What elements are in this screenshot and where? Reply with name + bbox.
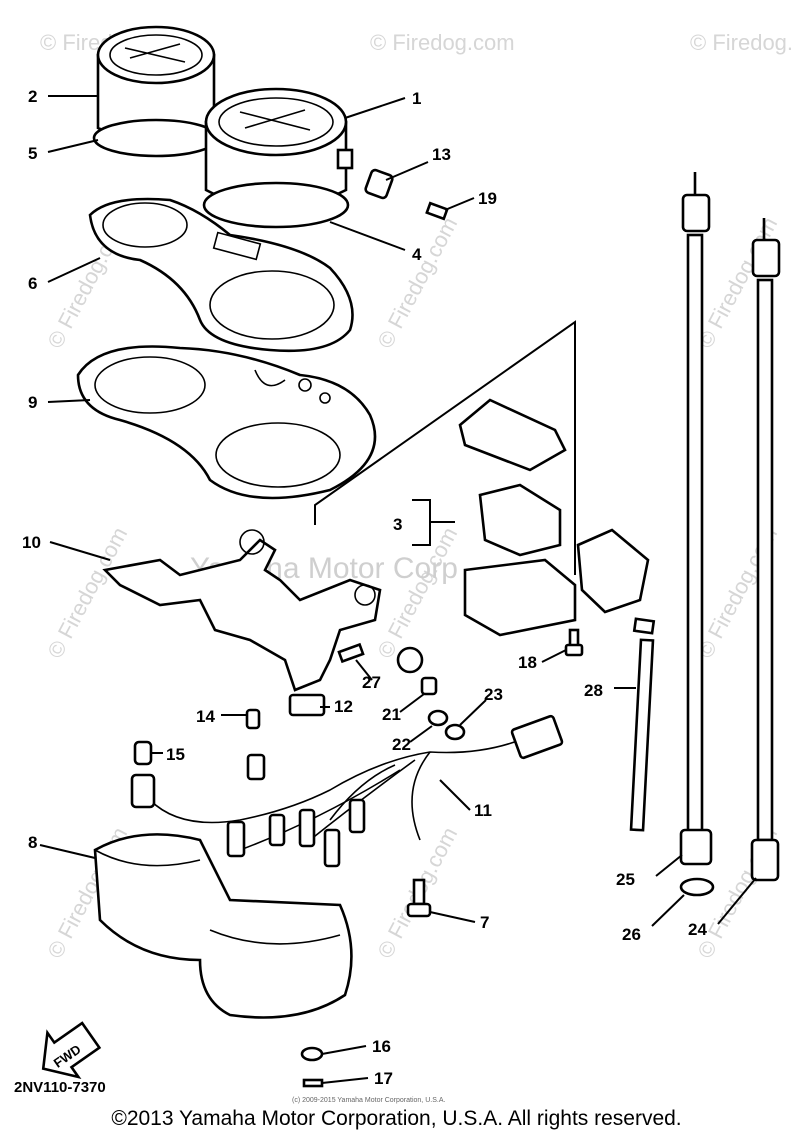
callout-21: 21 [382,705,401,724]
part-15-bulb [133,740,153,766]
callout-7: 7 [480,913,489,932]
callout-6: 6 [28,274,37,293]
callout-9: 9 [28,393,37,412]
part-25-speedometer-cable [679,172,713,866]
leader-lines [39,95,757,1084]
callout-2: 2 [28,87,37,106]
watermark: © Firedog.com [690,30,793,55]
callout-5: 5 [28,144,37,163]
part-21-grommet [396,646,438,696]
callout-26: 26 [622,925,641,944]
part-6-panel [88,197,354,353]
part-23-collar [444,723,466,741]
callout-labels: 1 2 3 4 5 6 7 8 9 10 11 12 13 14 15 16 1… [22,87,707,1088]
callout-28: 28 [584,681,603,700]
callout-27: 27 [362,673,381,692]
part-3-indicator-housing [458,398,650,637]
callout-15: 15 [166,745,185,764]
part-24-tachometer-cable [750,218,781,882]
callout-14: 14 [196,707,215,726]
callout-4: 4 [412,245,422,264]
part-19-screw [425,201,449,221]
exploded-view-svg: © Firedog.com © Firedog.com © Firedog.co… [14,25,793,1104]
small-copyright: (c) 2009-2015 Yamaha Motor Corporation, … [292,1097,445,1104]
fwd-arrow-icon: FWD [41,1021,102,1080]
watermark-layer: © Firedog.com © Firedog.com © Firedog.co… [40,30,793,962]
callout-24: 24 [688,920,707,939]
callout-13: 13 [432,145,451,164]
callout-22: 22 [392,735,411,754]
part-7-screw [406,878,432,918]
watermark: © Firedog.com [372,213,462,352]
part-8-lower-cover [93,833,353,1019]
callout-18: 18 [518,653,537,672]
part-17-clip [302,1078,324,1088]
part-5-gasket [92,118,220,158]
part-4-gasket [202,181,350,229]
part-13-knob [364,168,394,200]
part-12-holder [288,693,326,717]
callout-25: 25 [616,870,635,889]
part-22-washer [427,709,449,727]
part-18-screw [564,628,584,657]
part-11-wire-harness [130,714,564,868]
callout-10: 10 [22,533,41,552]
part-3-group-bracket [314,320,576,575]
callout-17: 17 [374,1069,393,1088]
callout-23: 23 [484,685,503,704]
callout-11: 11 [474,801,492,820]
callout-12: 12 [334,697,353,716]
watermark: © Firedog.com [370,30,515,55]
part-14-bulb [245,708,261,730]
callout-3: 3 [393,515,402,534]
callout-1: 1 [412,89,421,108]
part-code: 2NV110-7370 [14,1079,106,1096]
part-9-case [76,345,377,500]
footer-copyright: ©2013 Yamaha Motor Corporation, U.S.A. A… [111,1107,682,1130]
part-26-o-ring [679,877,715,897]
callout-16: 16 [372,1037,391,1056]
part-16-washer [300,1046,324,1062]
callout-8: 8 [28,833,37,852]
part-10-bracket [102,529,382,692]
part-28-cable-strap [629,617,656,832]
part-27-pin [337,642,365,664]
callout-19: 19 [478,189,497,208]
part-3-brace [412,499,455,546]
watermark: © Firedog.com [372,523,462,662]
